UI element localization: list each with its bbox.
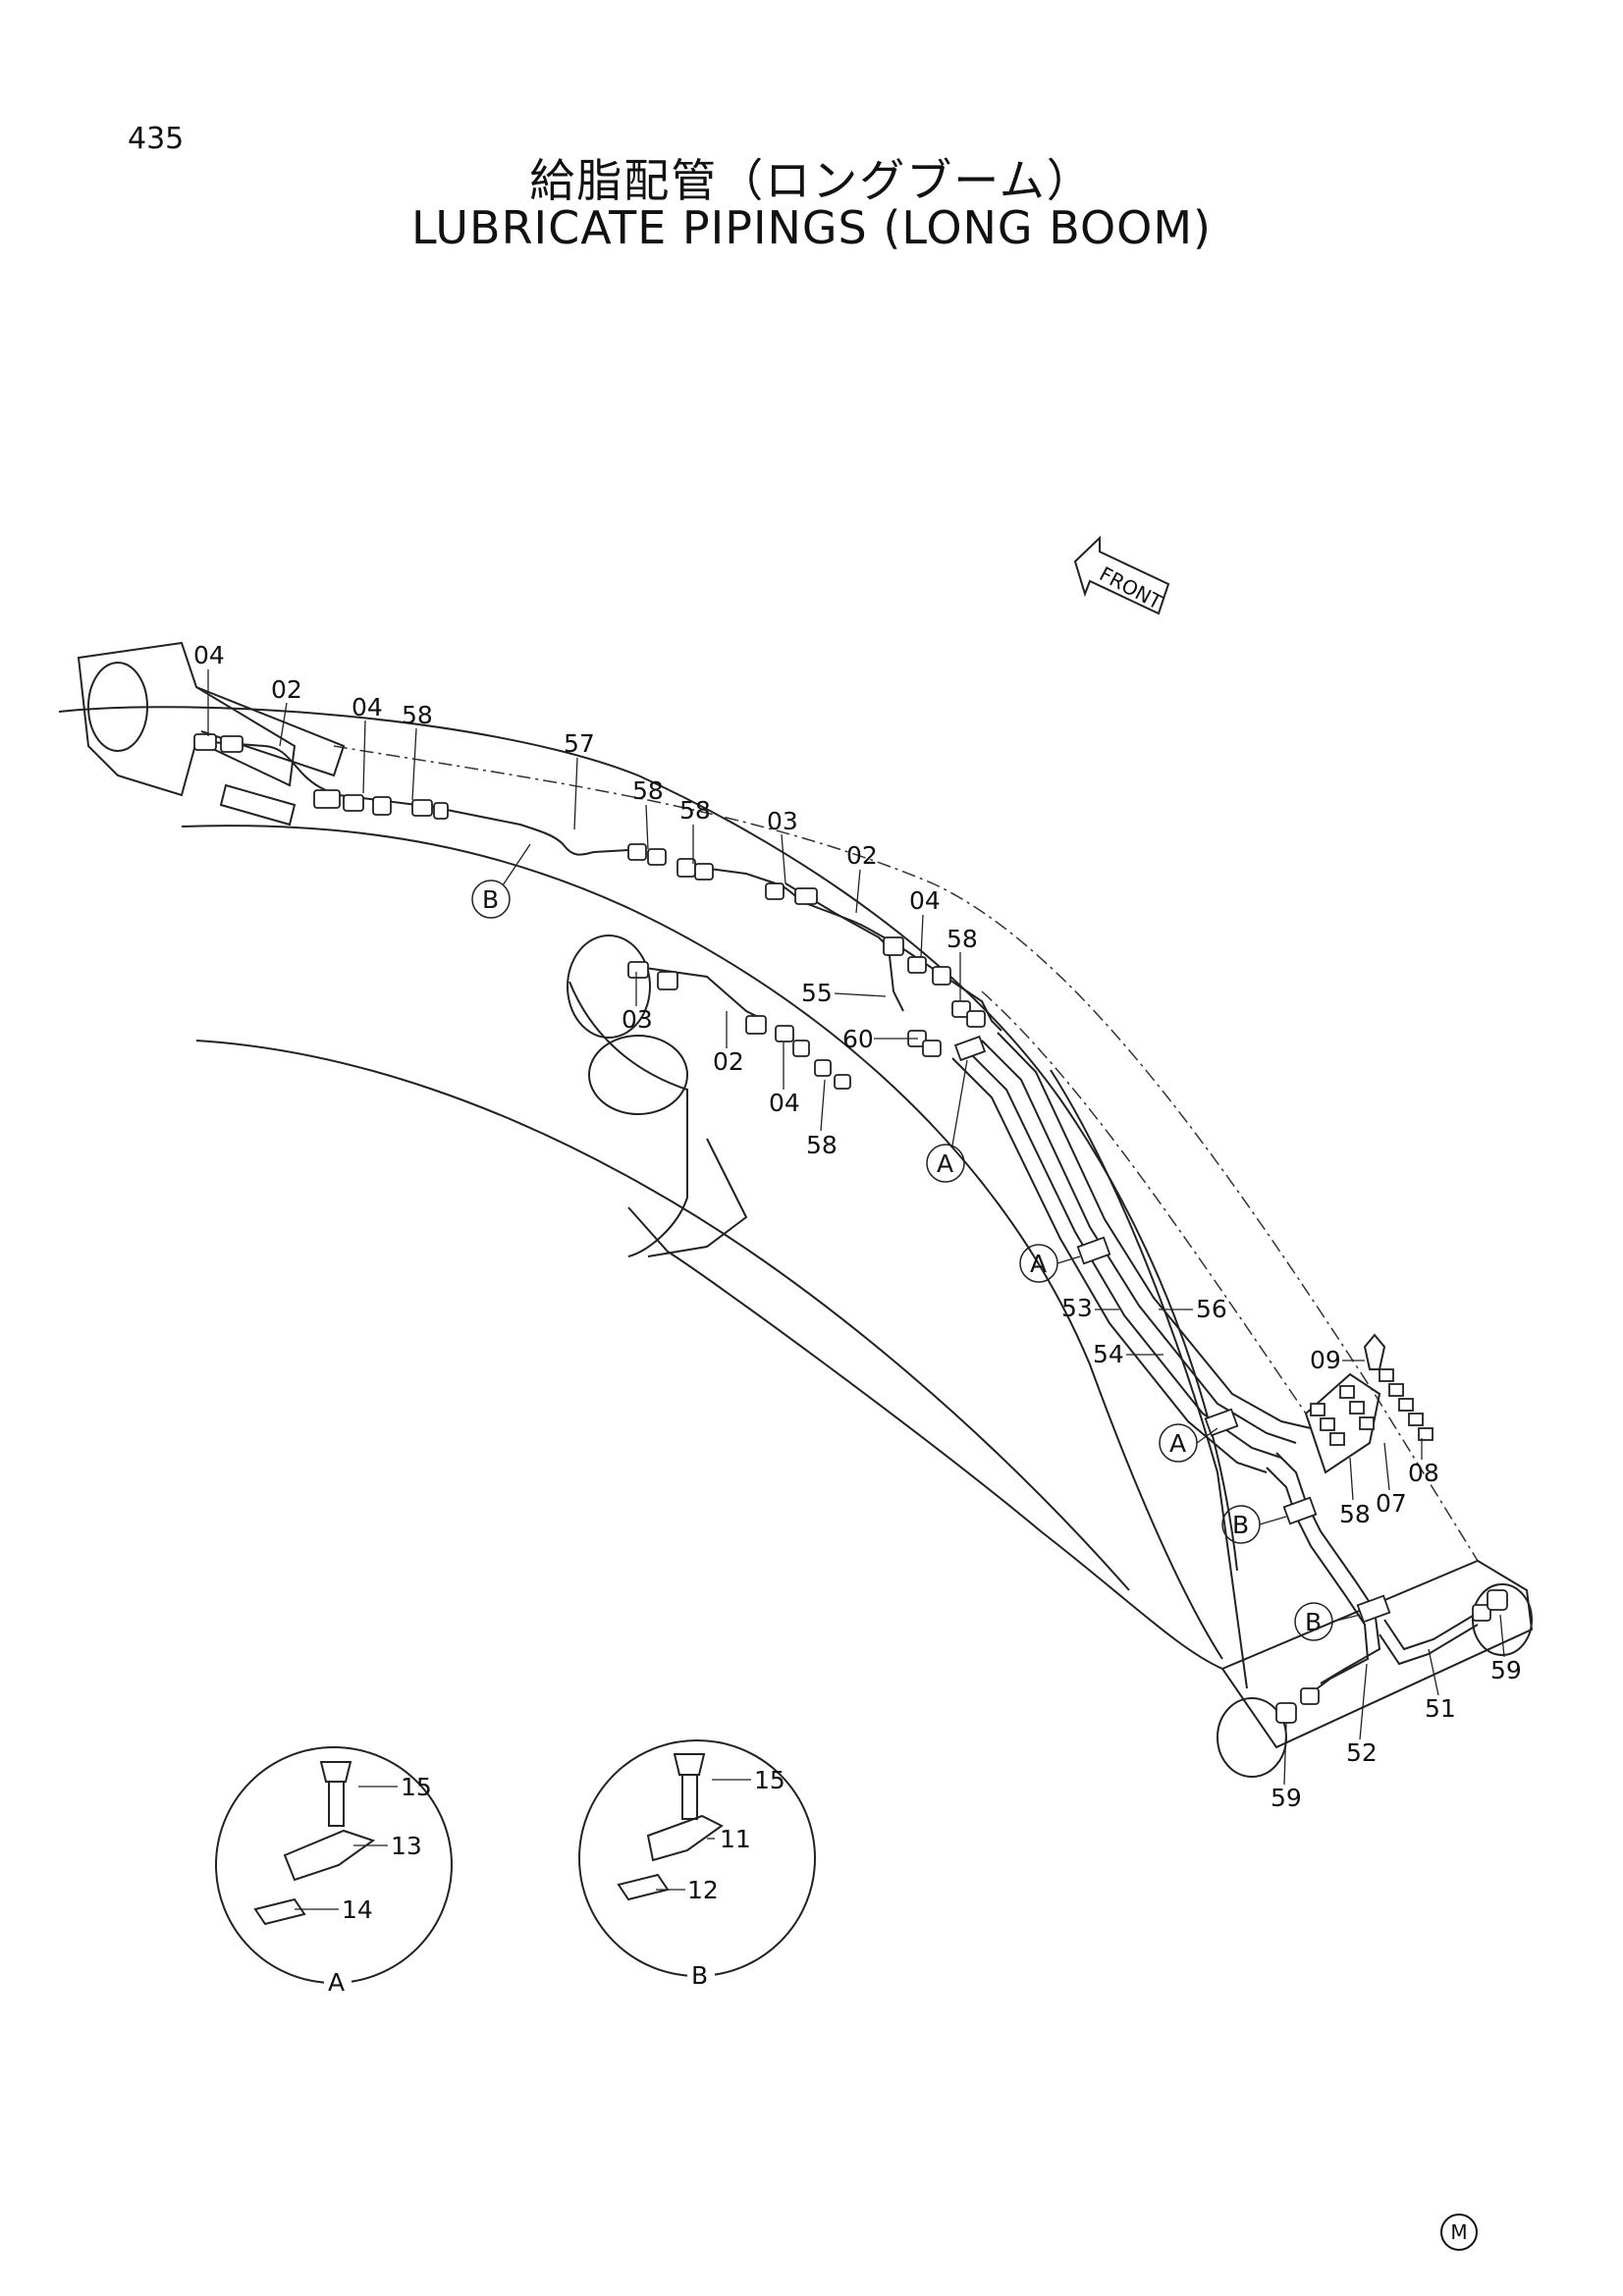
part-label-58: 58 — [679, 796, 711, 825]
detail-b-part-2: 11 — [720, 1825, 751, 1853]
part-label-53: 53 — [1061, 1294, 1093, 1322]
detail-b-caption: B — [691, 1961, 708, 1990]
part-label-59: 59 — [1490, 1656, 1522, 1684]
callout-a3: A — [1159, 1423, 1218, 1463]
part-label-02: 02 — [713, 1047, 744, 1076]
part-label-04: 04 — [909, 886, 941, 915]
detail-b-part-3: 12 — [687, 1876, 719, 1904]
part-label-54: 54 — [1093, 1340, 1124, 1368]
part-label-52: 52 — [1346, 1738, 1378, 1767]
boom-body — [58, 706, 1534, 1778]
part-label-04: 04 — [193, 641, 225, 669]
svg-text:B: B — [1232, 1511, 1249, 1539]
callout-b1: B — [471, 843, 531, 919]
part-label-55: 55 — [801, 979, 833, 1007]
part-label-03: 03 — [622, 1005, 653, 1034]
page-title-english: LUBRICATE PIPINGS (LONG BOOM) — [411, 201, 1212, 254]
part-label-58: 58 — [806, 1131, 838, 1159]
front-arrow: FRONT — [1073, 535, 1170, 615]
part-label-08: 08 — [1408, 1459, 1439, 1487]
detail-b-part-1: 15 — [754, 1766, 785, 1794]
part-labels: 04 02 04 58 57 58 58 03 02 04 58 55 60 0… — [193, 641, 1522, 1812]
detail-b: 15 11 12 B — [578, 1739, 816, 1990]
svg-text:B: B — [482, 885, 499, 914]
part-label-09: 09 — [1310, 1346, 1341, 1374]
part-label-04: 04 — [769, 1089, 800, 1117]
part-label-04: 04 — [352, 693, 383, 721]
front-label: FRONT — [1096, 561, 1166, 614]
part-label-02: 02 — [846, 841, 878, 870]
boom-cylinder — [567, 934, 748, 1257]
callout-a1: A — [926, 1059, 968, 1183]
part-label-59: 59 — [1271, 1784, 1302, 1812]
part-label-02: 02 — [271, 675, 302, 704]
callout-a2: A — [1019, 1244, 1081, 1283]
lower-pipes — [1266, 1452, 1508, 1724]
m-mark-symbol: M — [1440, 2214, 1478, 2251]
part-label-56: 56 — [1196, 1295, 1227, 1323]
part-label-51: 51 — [1425, 1694, 1456, 1723]
part-label-07: 07 — [1376, 1489, 1407, 1518]
detail-a: 15 13 14 A — [215, 1746, 453, 1997]
detail-a-part-1: 15 — [401, 1773, 432, 1801]
page-title-japanese: 給脂配管（ロングブーム） — [529, 154, 1094, 207]
part-label-58: 58 — [632, 776, 664, 805]
part-label-57: 57 — [564, 729, 595, 758]
long-pipes — [951, 1032, 1312, 1473]
part-label-60: 60 — [842, 1025, 874, 1053]
callout-b3: B — [1294, 1602, 1361, 1641]
svg-text:A: A — [1169, 1429, 1186, 1458]
detail-a-caption: A — [328, 1968, 345, 1997]
detail-a-part-2: 13 — [391, 1832, 422, 1860]
upper-piping — [195, 740, 1002, 1032]
svg-text:A: A — [1030, 1250, 1047, 1278]
manifold — [1304, 1333, 1434, 1474]
part-label-58: 58 — [947, 925, 978, 953]
fittings — [193, 733, 986, 1090]
page-number: 435 — [128, 122, 185, 156]
part-label-58: 58 — [1339, 1500, 1371, 1528]
svg-text:B: B — [1305, 1608, 1322, 1636]
svg-text:A: A — [937, 1149, 953, 1178]
detail-a-part-3: 14 — [342, 1896, 373, 1924]
arm-end — [77, 641, 346, 827]
callout-b2: B — [1221, 1505, 1287, 1544]
part-label-58: 58 — [402, 701, 433, 729]
part-label-03: 03 — [767, 807, 798, 835]
